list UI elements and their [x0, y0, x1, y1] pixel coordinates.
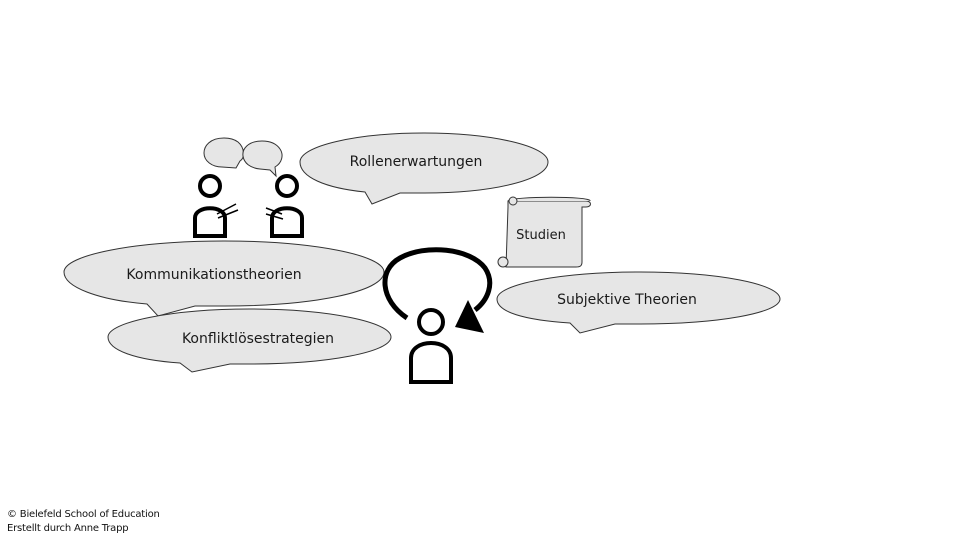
- bubble-konfliktloesestrategien-text: Konfliktlösestrategien: [182, 331, 334, 347]
- person-left-icon: [193, 174, 239, 238]
- footer-author: Erstellt durch Anne Trapp: [7, 523, 129, 534]
- bubble-rollenerwartungen: Rollenerwartungen: [299, 132, 549, 205]
- reflection-loop: [382, 247, 493, 384]
- bubble-rollenerwartungen-text: Rollenerwartungen: [350, 154, 483, 170]
- small-speech-bubble-left-icon: [203, 137, 244, 169]
- bubble-kommunikationstheorien: Kommunikationstheorien: [63, 240, 385, 317]
- arrowhead-icon: [455, 300, 484, 333]
- scroll-top-curl-icon: [508, 196, 518, 206]
- person-reflecting-icon: [409, 308, 453, 384]
- scroll-bottom-curl-icon: [497, 256, 509, 268]
- bubble-kommunikationstheorien-text: Kommunikationstheorien: [126, 267, 301, 283]
- scroll-studien-text: Studien: [516, 228, 566, 243]
- footer-copyright: © Bielefeld School of Education: [7, 509, 160, 520]
- circular-arrow-icon: [382, 247, 493, 321]
- small-speech-bubble-right-icon: [242, 140, 283, 178]
- person-right-icon: [265, 174, 304, 238]
- bubble-subjektive-theorien-text: Subjektive Theorien: [557, 292, 697, 308]
- conversation-group: [193, 137, 304, 238]
- bubble-konfliktloesestrategien: Konfliktlösestrategien: [107, 308, 392, 373]
- scroll-studien: Studien: [497, 196, 591, 268]
- bubble-subjektive-theorien: Subjektive Theorien: [496, 271, 781, 334]
